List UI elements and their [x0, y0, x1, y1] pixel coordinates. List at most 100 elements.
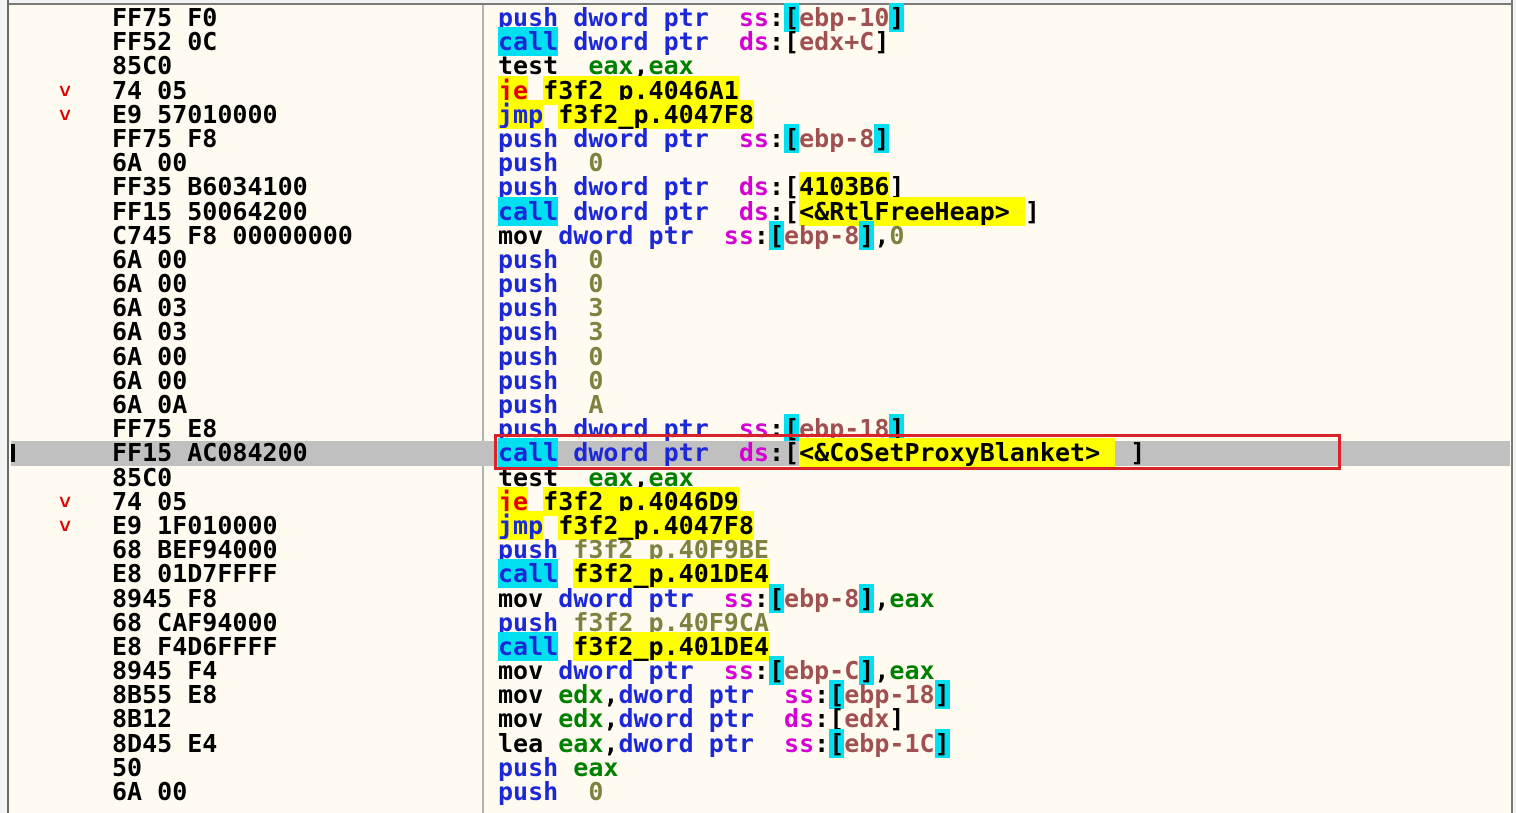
- instruction-token: f3f2_p.401DE4: [573, 559, 769, 589]
- instruction-token: [: [768, 656, 785, 686]
- instruction-token: ]: [874, 27, 890, 57]
- instruction-token: dword ptr: [573, 27, 709, 57]
- instruction-token: 0: [889, 220, 905, 250]
- instruction-text: push f3f2_p.40F9BE: [498, 535, 769, 565]
- instruction-token: f3f2_p.40F9BE: [573, 535, 769, 565]
- instruction-token: call: [498, 559, 559, 589]
- instruction-token: push: [498, 3, 559, 32]
- opcode-bytes: 50: [112, 752, 143, 782]
- instruction-token: dword ptr: [618, 680, 754, 710]
- instruction-text: mov dword ptr ss:[ebp-8],0: [498, 220, 905, 250]
- jump-arrow-icon[interactable]: ˅: [59, 102, 72, 127]
- instruction-token: ebp-8: [784, 220, 860, 250]
- instruction-token: ]: [889, 704, 905, 734]
- instruction-token: :: [753, 583, 769, 613]
- instruction-token: f3f2_p.401DE4: [573, 631, 769, 661]
- opcode-bytes: 8D45 E4: [112, 728, 218, 758]
- instruction-token: eax: [648, 51, 694, 81]
- instruction-token: :: [768, 123, 785, 153]
- instruction-text: test eax,eax: [498, 51, 694, 81]
- opcode-bytes: 6A 00: [112, 777, 188, 806]
- instruction-token: :: [753, 656, 769, 686]
- opcode-bytes: FF75 F0: [112, 3, 218, 32]
- instruction-token: 3: [588, 293, 604, 323]
- opcode-bytes: FF35 B6034100: [112, 172, 308, 202]
- instruction-text: jmp f3f2_p.4047F8: [498, 510, 754, 540]
- instruction-token: push: [498, 752, 559, 782]
- instruction-token: ebp-1C: [844, 728, 935, 758]
- instruction-token: jmp: [498, 99, 544, 129]
- instruction-token: jmp: [498, 510, 544, 540]
- instruction-token: push: [498, 777, 559, 806]
- instruction-token: :: [768, 3, 785, 32]
- instruction-token: ]: [874, 123, 890, 153]
- instruction-token: <&RtlFreeHeap>: [799, 196, 1025, 226]
- instruction-token: [: [784, 27, 800, 57]
- top-border: [0, 0, 1516, 5]
- instruction-token: ds: [738, 27, 769, 57]
- instruction-token: ss: [738, 123, 769, 153]
- instruction-row[interactable]: 6A 00 push 0: [11, 777, 1510, 806]
- opcode-bytes: FF15 AC084200: [112, 438, 308, 468]
- instruction-token: push: [498, 148, 559, 178]
- instruction-text: mov dword ptr ss:[ebp-C],eax: [498, 656, 935, 686]
- instruction-row[interactable]: 6A 0A push A: [11, 390, 1510, 419]
- opcode-bytes: 6A 00: [112, 269, 188, 299]
- jump-arrow-icon[interactable]: ˅: [59, 78, 72, 103]
- instruction-token: mov: [498, 680, 544, 710]
- instruction-token: ]: [1024, 196, 1040, 226]
- instruction-token: dword ptr: [558, 656, 694, 686]
- column-divider[interactable]: [482, 5, 484, 813]
- instruction-token: :: [768, 438, 785, 468]
- instruction-token: ,: [603, 704, 619, 734]
- instruction-token: ss: [723, 220, 754, 250]
- instruction-text: push 0: [498, 777, 603, 806]
- instruction-token: ds: [738, 172, 769, 202]
- instruction-token: lea: [498, 728, 544, 758]
- instruction-token: ]: [859, 656, 875, 686]
- jump-arrow-icon[interactable]: ˅: [59, 513, 72, 538]
- instruction-token: 0: [588, 269, 604, 299]
- instruction-token: push: [498, 341, 559, 371]
- opcode-bytes: 6A 0A: [112, 390, 188, 419]
- highlight-box: [494, 434, 1341, 471]
- instruction-token: ]: [859, 583, 875, 613]
- instruction-token: ,: [603, 680, 619, 710]
- instruction-text: push 3: [498, 319, 603, 344]
- instruction-text: push A: [498, 392, 603, 417]
- instruction-text: je f3f2_p.4046A1: [498, 75, 739, 105]
- jump-arrow-icon[interactable]: ˅: [59, 489, 72, 514]
- instruction-token: eax: [889, 656, 935, 686]
- instruction-text: je f3f2_p.4046D9: [498, 486, 739, 516]
